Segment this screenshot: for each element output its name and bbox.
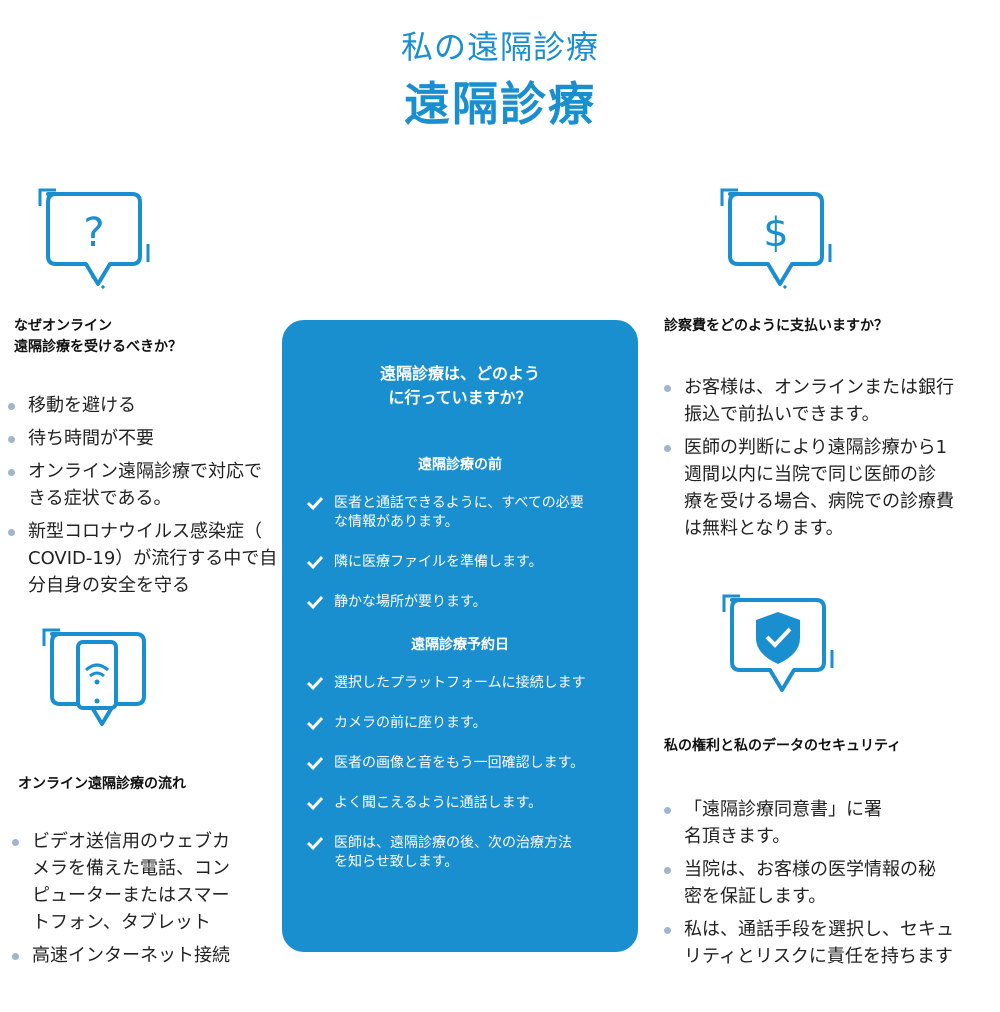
checkmark-icon (306, 716, 324, 731)
list-item: ビデオ送信用のウェブカメラを備えた電話、コンピューターまたはスマートフォン、タブ… (12, 828, 272, 936)
smartphone-wifi-icon (42, 628, 146, 726)
svg-text:$: $ (763, 210, 788, 256)
shield-check-icon (722, 594, 834, 692)
list-item: お客様は、オンラインまたは銀行振込で前払いできます。 (664, 374, 984, 428)
left-bottom-heading: オンライン遠隔診療の流れ (18, 776, 186, 792)
dollar-bubble-icon: $ (720, 188, 832, 292)
right-bottom-heading: 私の権利と私のデータのセキュリティ (664, 738, 902, 754)
svg-text:?: ? (83, 210, 104, 256)
list-item: 「遠隔診療同意書」に署名頂きます。 (664, 796, 984, 850)
list-item: 待ち時間が不要 (8, 425, 278, 452)
card-title: 遠隔診療は、どのよう に行っていますか？ (379, 364, 540, 407)
right-top-bullets: お客様は、オンラインまたは銀行振込で前払いできます。 医師の判断により遠隔診療か… (664, 374, 984, 548)
telemedicine-process-card: 遠隔診療は、どのよう に行っていますか？ 遠隔診療の前 医者と通話できるように、… (282, 320, 638, 952)
left-bottom-bullets: ビデオ送信用のウェブカメラを備えた電話、コンピューターまたはスマートフォン、タブ… (12, 828, 272, 975)
checkmark-icon (306, 555, 324, 570)
page-title: 遠隔診療 (404, 77, 596, 131)
list-item: 私は、通話手段を選択し、セキュリティとリスクに責任を持ちます (664, 916, 984, 970)
list-item: オンライン遠隔診療で対応できる症状である。 (8, 458, 278, 512)
left-top-bullets: 移動を避ける 待ち時間が不要 オンライン遠隔診療で対応できる症状である。 新型コ… (8, 392, 278, 605)
checkmark-icon (306, 595, 324, 610)
question-bubble-icon: ? (38, 188, 150, 292)
list-item: 高速インターネット接続 (12, 942, 272, 969)
list-item: 移動を避ける (8, 392, 278, 419)
list-item: 当院は、お客様の医学情報の秘密を保証します。 (664, 856, 984, 910)
checkmark-icon (306, 756, 324, 771)
checkmark-icon (306, 796, 324, 811)
right-top-heading: 診察費をどのように支払いますか？ (664, 318, 888, 334)
right-bottom-bullets: 「遠隔診療同意書」に署名頂きます。 当院は、お客様の医学情報の秘密を保証します。… (664, 796, 984, 976)
before-heading: 遠隔診療の前 (418, 457, 502, 473)
list-item: 新型コロナウイルス感染症（COVID-19）が流行する中で自分自身の安全を守る (8, 518, 278, 599)
left-top-heading: なぜオンライン 遠隔診療を受けるべきか？ (14, 318, 182, 355)
checkmark-icon (306, 836, 324, 851)
checkmark-icon (306, 676, 324, 691)
page-subtitle: 私の遠隔診療 (400, 28, 599, 66)
day-heading: 遠隔診療予約日 (411, 637, 509, 653)
checkmark-icon (306, 496, 324, 511)
